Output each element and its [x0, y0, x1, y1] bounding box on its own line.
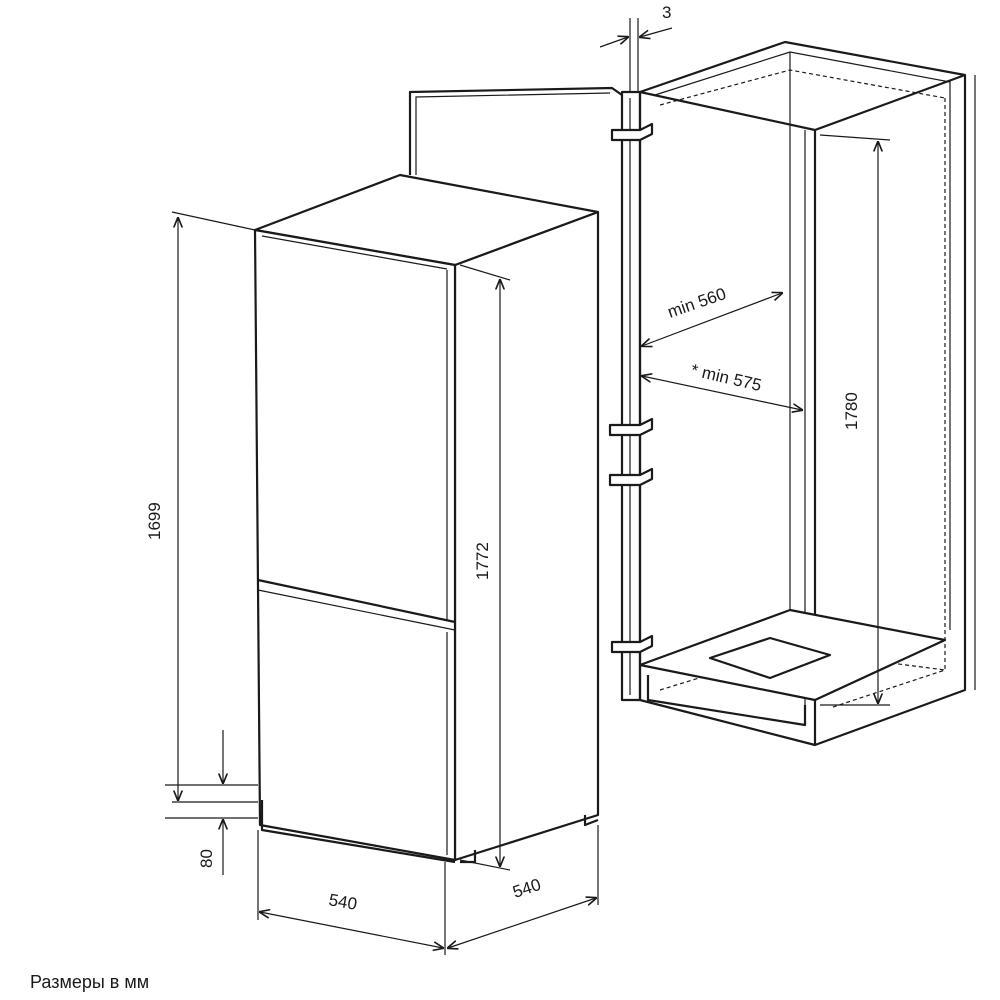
dim-depth: 540: [510, 875, 543, 902]
dimension-lines: [165, 18, 891, 955]
fridge: [253, 173, 600, 864]
dim-plinth: 80: [197, 849, 216, 868]
dim-gap: 3: [662, 3, 671, 22]
cabinet-niche: [620, 40, 976, 747]
hinges: [608, 122, 654, 654]
dim-fridge-height-body: 1699: [145, 502, 164, 540]
dim-width: 540: [327, 890, 358, 914]
open-door: [408, 86, 623, 175]
dim-niche-height: 1780: [842, 392, 861, 430]
units-caption: Размеры в мм: [30, 972, 150, 992]
dim-fridge-height-total: 1772: [473, 542, 492, 580]
